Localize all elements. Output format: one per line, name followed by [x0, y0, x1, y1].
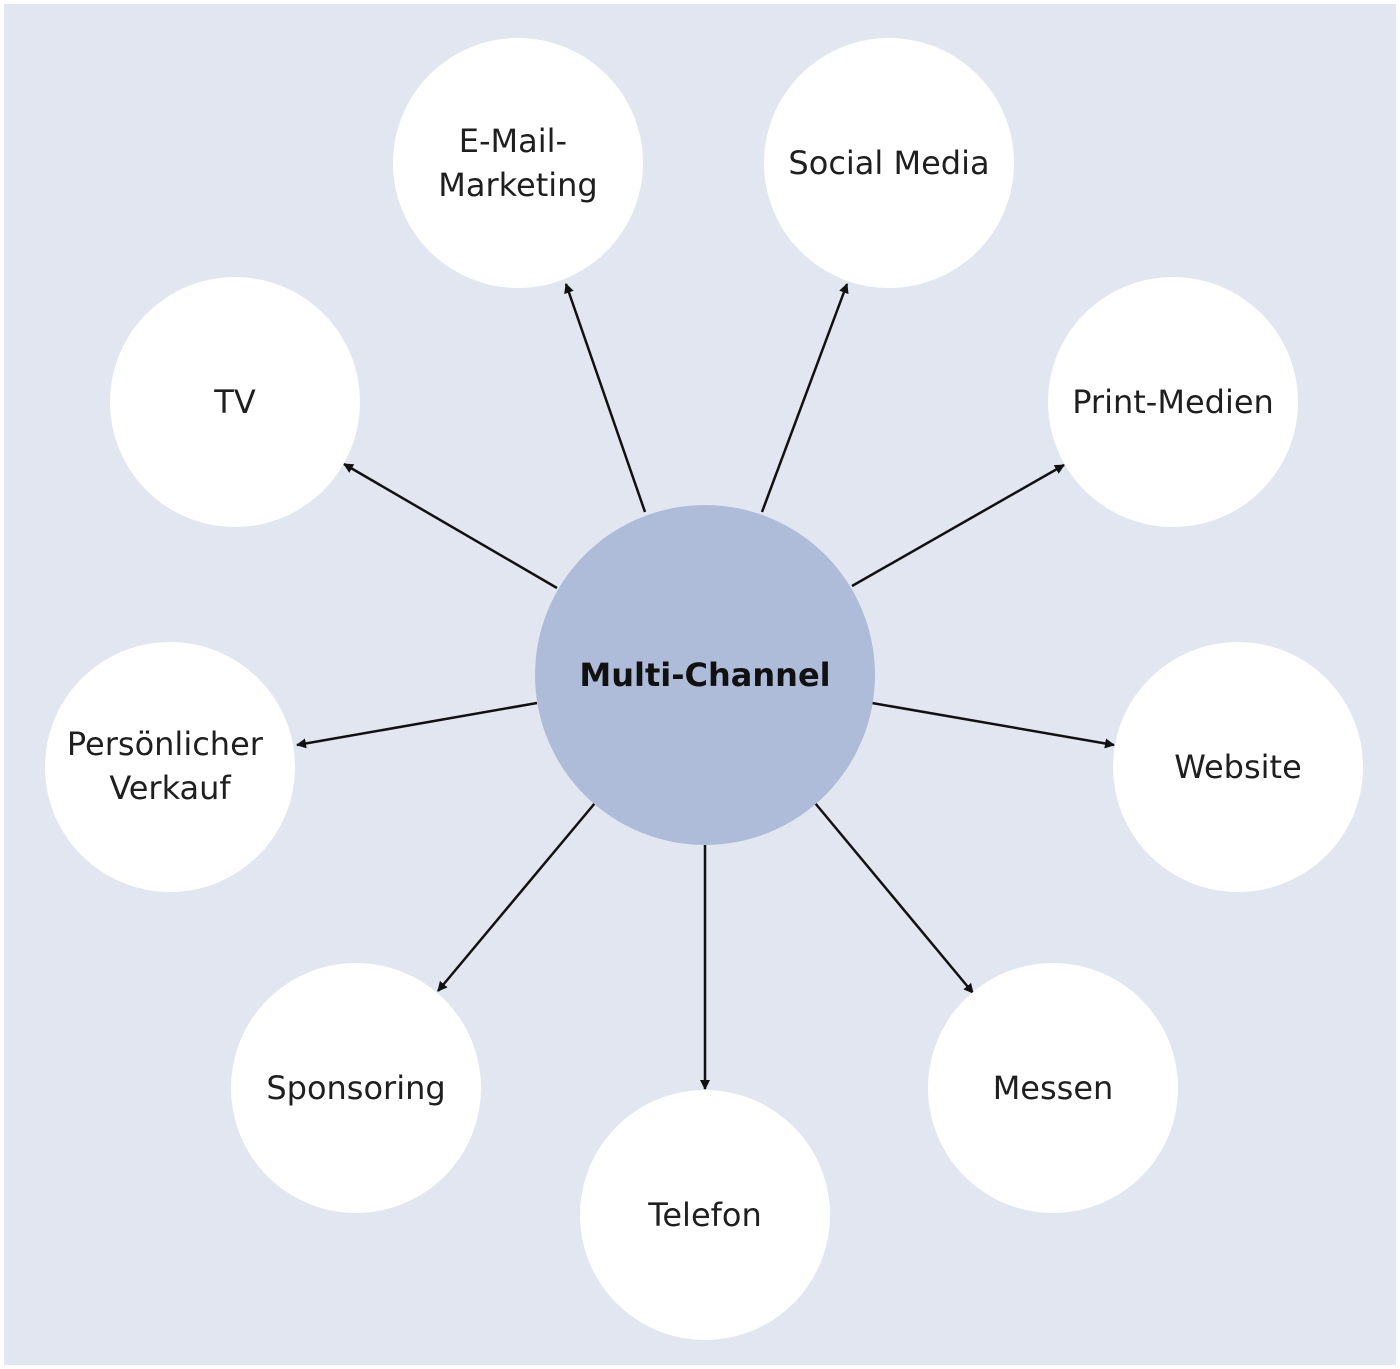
channel-circle [764, 38, 1014, 288]
channel-node-phone: Telefon [580, 1090, 830, 1340]
channel-circle [110, 277, 360, 527]
channel-node-print: Print-Medien [1048, 277, 1298, 527]
channel-node-social: Social Media [764, 38, 1014, 288]
channel-node-tv: TV [110, 277, 360, 527]
channel-label-line: Website [1174, 748, 1302, 786]
channel-label-line: E-Mail- [459, 122, 567, 160]
channel-label: Persönlicher Verkauf [67, 725, 273, 807]
channel-circle [45, 642, 295, 892]
channel-label-line: Print-Medien [1072, 383, 1274, 421]
channel-label-line: TV [213, 383, 256, 421]
channel-label-line: Sponsoring [266, 1069, 445, 1107]
arrow-to-social [760, 283, 849, 513]
arrow-to-print [851, 463, 1065, 588]
channel-node-website: Website [1113, 642, 1363, 892]
channel-node-personal: Persönlicher Verkauf [45, 642, 295, 892]
channel-label-line: Messen [993, 1069, 1114, 1107]
channel-label-line: Social Media [788, 144, 989, 182]
channel-label: Social Media [788, 144, 989, 182]
arrow-to-fairs [814, 802, 974, 994]
channel-label-line: Telefon [647, 1196, 762, 1234]
channel-circle [580, 1090, 830, 1340]
arrow-to-personal [296, 701, 538, 749]
channel-node-fairs: Messen [928, 963, 1178, 1213]
center-node: Multi-Channel [535, 505, 875, 845]
channel-circle [231, 963, 481, 1213]
channel-label: Sponsoring [266, 1069, 445, 1107]
channel-label-line: Persönlicher [67, 725, 264, 763]
channel-node-email: E-Mail- Marketing [393, 38, 643, 288]
arrow-to-website [871, 701, 1115, 749]
channel-label: Telefon [647, 1196, 762, 1234]
arrows [296, 283, 1115, 1090]
arrow-to-tv [343, 462, 558, 590]
channel-circle [393, 38, 643, 288]
channel-label: Print-Medien [1072, 383, 1274, 421]
channel-label: Messen [993, 1069, 1114, 1107]
channel-label: TV [213, 383, 256, 421]
channel-label: Website [1174, 748, 1302, 786]
channel-node-sponsoring: Sponsoring [231, 963, 481, 1213]
center-label: Multi-Channel [579, 656, 830, 694]
channel-label-line: Verkauf [109, 769, 231, 807]
arrow-to-sponsoring [437, 802, 596, 992]
channel-circle [928, 963, 1178, 1213]
channel-circle [1048, 277, 1298, 527]
channel-circle [1113, 642, 1363, 892]
arrow-to-email [564, 283, 647, 513]
channel-label-line: Marketing [438, 166, 597, 204]
center-circle [535, 505, 875, 845]
channel-label: E-Mail- Marketing [438, 122, 597, 204]
